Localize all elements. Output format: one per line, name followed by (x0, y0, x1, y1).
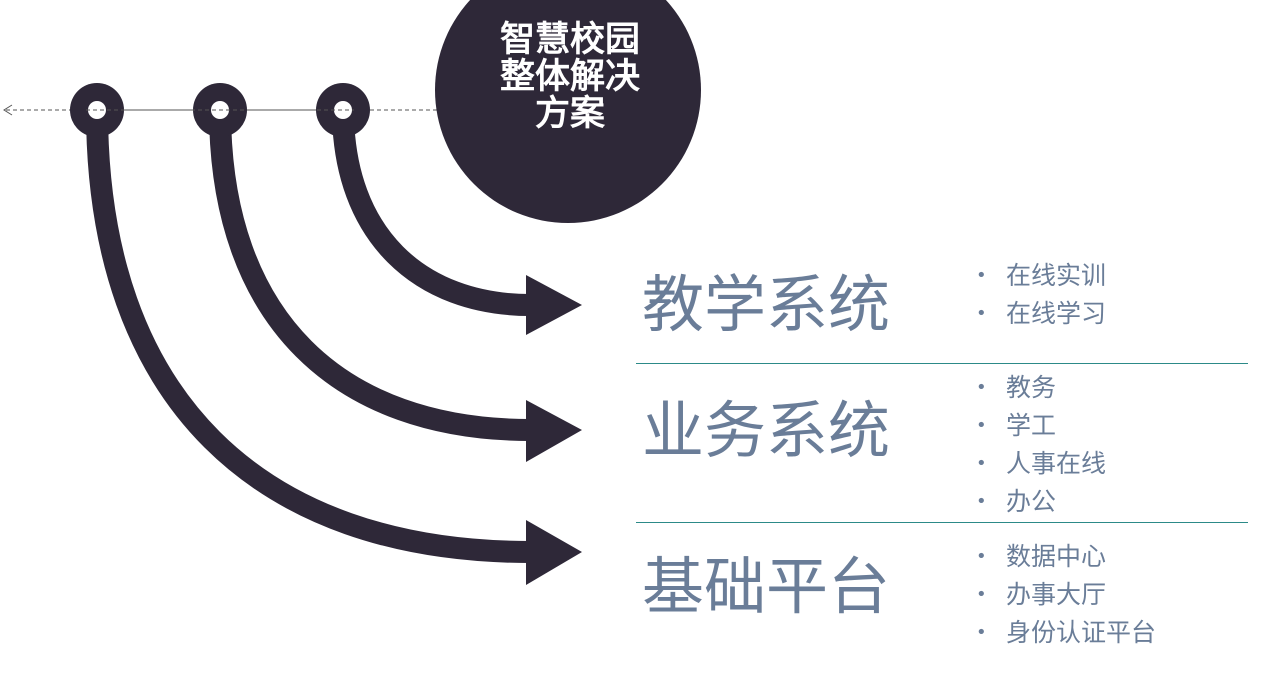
list-item: 数据中心 (976, 538, 1156, 576)
category-title-teaching: 教学系统 (642, 268, 891, 341)
category-title-foundation: 基础平台 (642, 550, 891, 623)
list-item: 在线学习 (976, 295, 1106, 333)
list-item: 在线实训 (976, 257, 1106, 295)
arrowhead-teaching-icon (526, 275, 582, 335)
hub-title-line-3: 方案 (534, 94, 605, 134)
list-item: 办事大厅 (976, 576, 1156, 614)
divider-2 (636, 522, 1248, 523)
category-title-business: 业务系统 (642, 394, 891, 467)
arrow-curve-foundation (86, 109, 531, 563)
ring-node-teaching (316, 83, 370, 137)
hub-title-line-2: 整体解决 (499, 57, 640, 97)
list-item: 身份认证平台 (976, 614, 1156, 652)
category-items-teaching: 在线实训 在线学习 (976, 257, 1106, 333)
arrowhead-business-icon (526, 400, 582, 462)
arrow-curve-business (209, 109, 531, 441)
guide-arrowhead-icon (3, 104, 13, 116)
divider-1 (636, 363, 1248, 364)
arrow-curve-teaching (332, 109, 531, 316)
category-items-foundation: 数据中心 办事大厅 身份认证平台 (976, 538, 1156, 652)
hub-title-line-1: 智慧校园 (499, 20, 640, 60)
hub-title: 智慧校园 整体解决 方案 (460, 22, 680, 133)
category-items-business: 教务 学工 人事在线 办公 (976, 369, 1106, 521)
list-item: 办公 (976, 483, 1106, 521)
list-item: 教务 (976, 369, 1106, 407)
list-item: 人事在线 (976, 445, 1106, 483)
hub-circle (435, 0, 701, 223)
list-item: 学工 (976, 407, 1106, 445)
arrowhead-foundation-icon (526, 520, 582, 585)
